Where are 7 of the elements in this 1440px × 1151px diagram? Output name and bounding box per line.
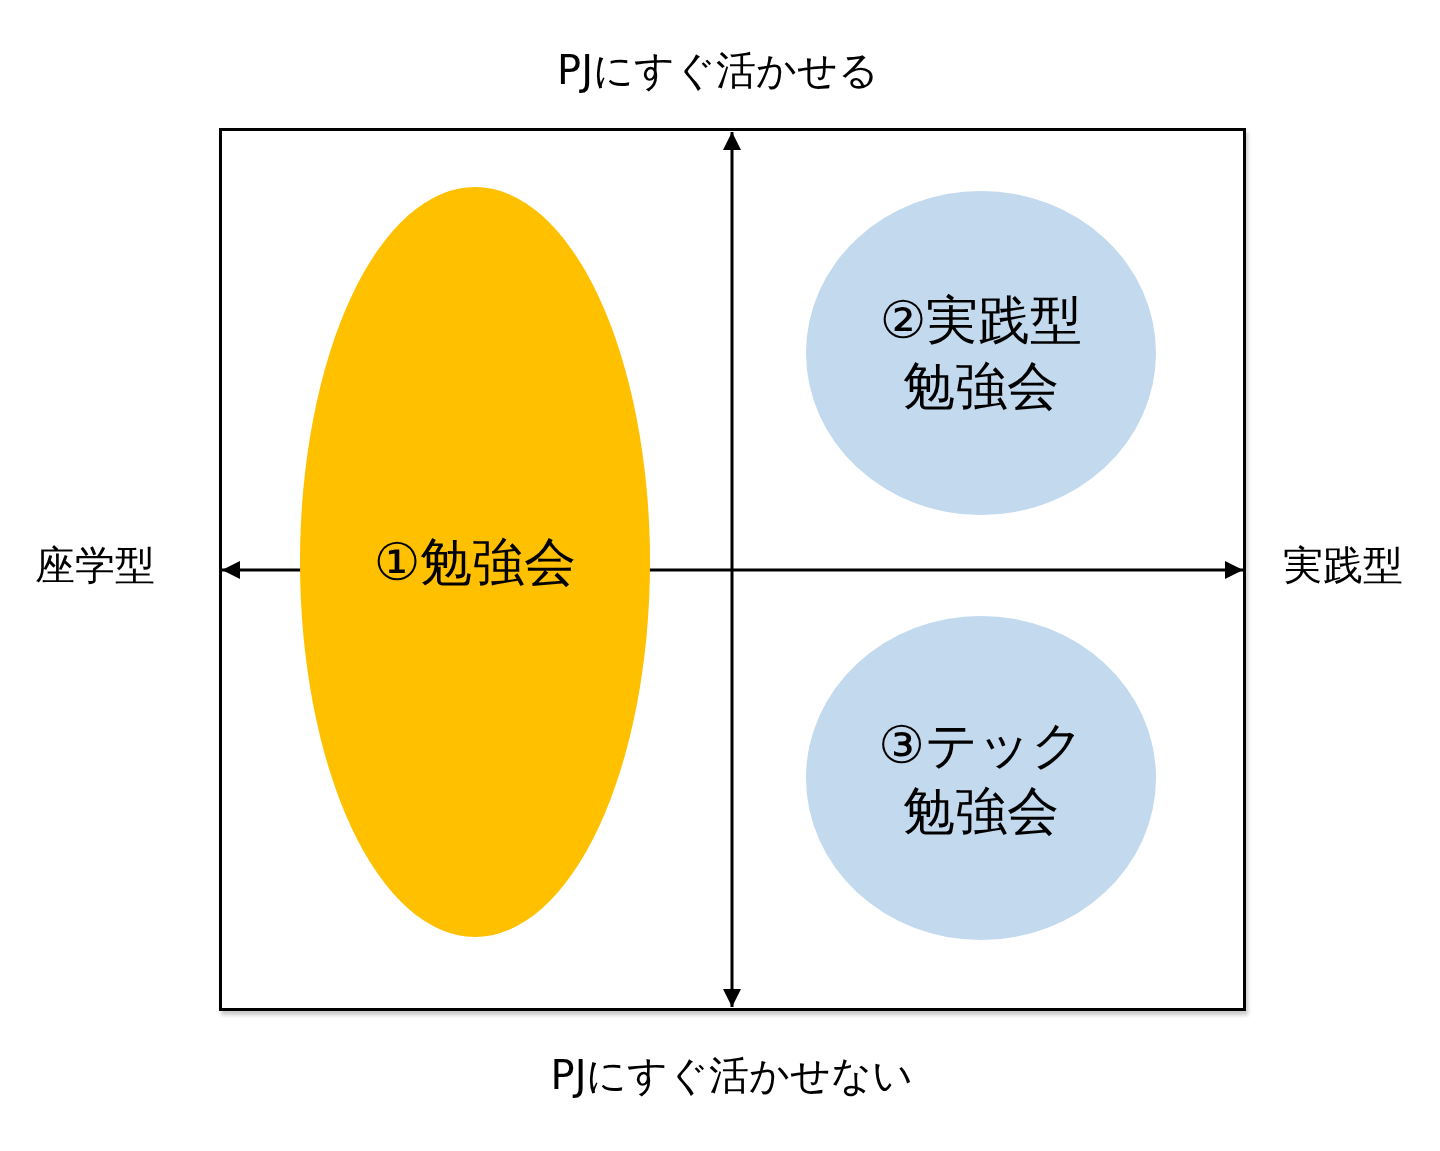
axis-label: PJにすぐ活かせない [550, 1051, 914, 1100]
ellipse-label: ①勉強会 [372, 531, 578, 594]
axis-label: PJにすぐ活かせる [557, 46, 879, 95]
axis-label: 実践型 [1283, 541, 1403, 590]
ellipse-label: ②実践型勉強会 [878, 289, 1084, 418]
ellipse-label: ③テック勉強会 [877, 714, 1085, 843]
axis-label: 座学型 [35, 541, 155, 590]
